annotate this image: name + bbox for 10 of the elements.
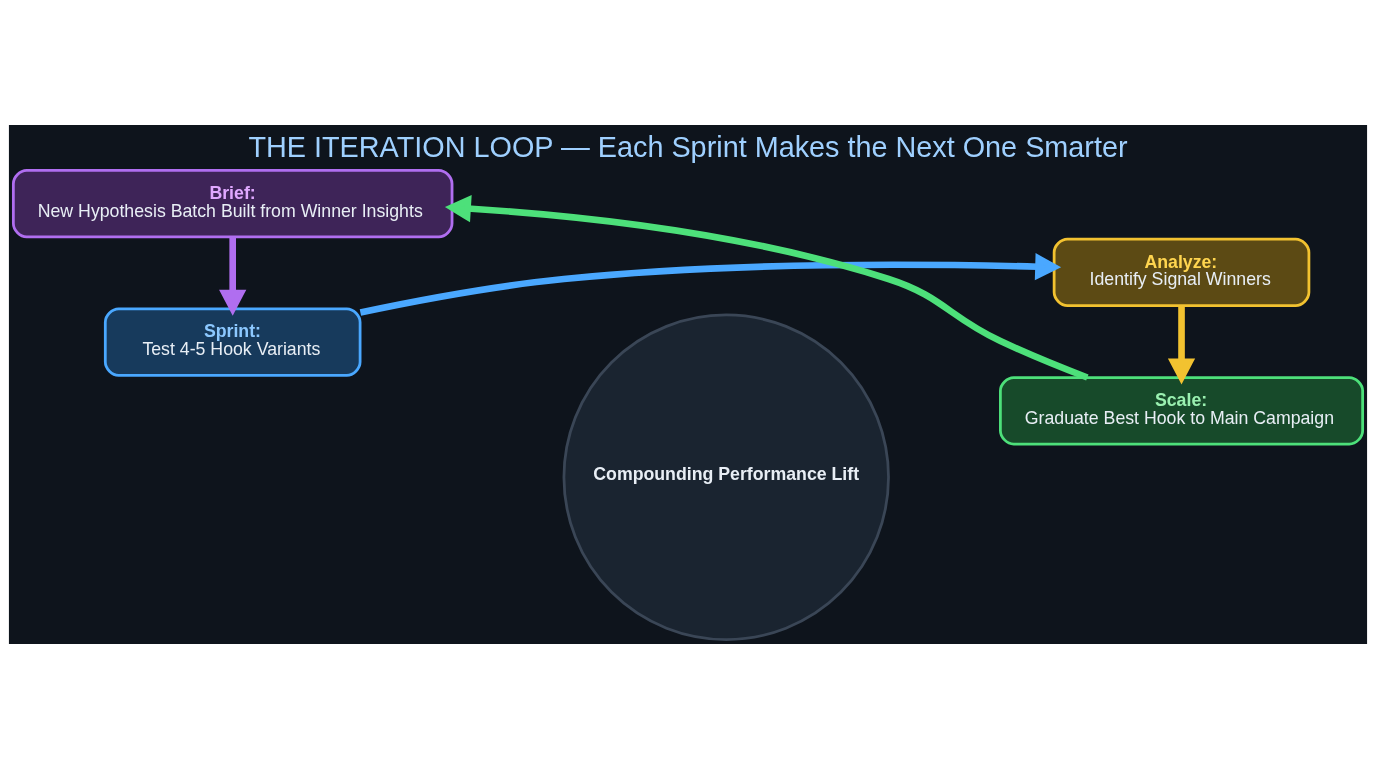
arrow — [359, 252, 1062, 316]
node-box: Sprint: Test 4-5 Hook Variants — [103, 307, 362, 377]
node-box: Brief: New Hypothesis Batch Built from Winner Insights — [11, 168, 454, 238]
diagram-title: THE ITERATION LOOP — Each Sprint Makes the Next One Smarter — [248, 130, 1128, 163]
arrow — [1167, 305, 1196, 384]
arrow — [444, 194, 1089, 381]
arrow — [219, 236, 247, 316]
node-circle: Compounding Performance Lift — [562, 313, 890, 641]
node-box: Analyze: Identify Signal Winners — [1052, 237, 1311, 307]
node-box: Scale: Graduate Best Hook to Main Campaign — [999, 375, 1365, 445]
